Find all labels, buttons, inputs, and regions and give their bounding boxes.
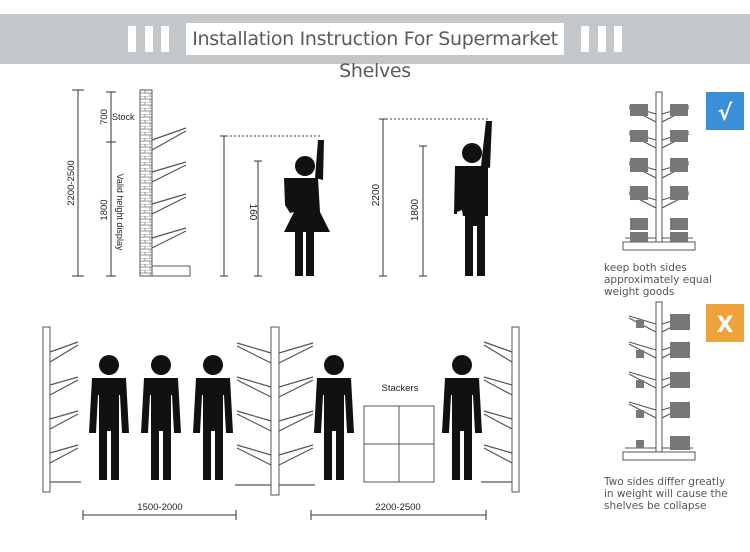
good-caption-line: keep both sides bbox=[604, 262, 687, 274]
stackers-label: Stackers bbox=[382, 383, 419, 394]
bad-caption-line: Two sides differ greatly bbox=[603, 476, 725, 488]
shopper-figure bbox=[141, 355, 181, 480]
shelf-brackets bbox=[151, 127, 187, 249]
double-shelf-middle bbox=[234, 326, 316, 496]
shopper-figure bbox=[314, 355, 354, 480]
man-figure bbox=[454, 121, 492, 276]
aisle-diagram: Stackers 1500-2000 2200-2500 bbox=[42, 326, 520, 520]
bad-caption-line: shelves be collapse bbox=[604, 500, 707, 512]
title-box: Installation Instruction For Supermarket… bbox=[186, 23, 564, 82]
shelf-height-diagram: 2200-2500 700 1800 Stock Valid height di… bbox=[66, 89, 191, 277]
good-caption-line: approximately equal bbox=[604, 274, 712, 286]
stacker-dividers bbox=[364, 406, 434, 482]
woman-reach-label: 160 bbox=[247, 204, 258, 221]
good-caption-line: weight goods bbox=[604, 286, 674, 298]
man-height-label: 1800 bbox=[410, 198, 421, 221]
stock-label: Stock bbox=[112, 112, 135, 122]
stacker-aisle-width-label: 2200-2500 bbox=[375, 502, 420, 513]
aisle-width-label: 1500-2000 bbox=[137, 502, 182, 513]
banner-stripe bbox=[145, 26, 153, 52]
banner-stripe bbox=[161, 26, 169, 52]
side-shelf-right bbox=[480, 326, 520, 493]
bad-mark-badge bbox=[706, 304, 744, 342]
brick-wall bbox=[139, 89, 153, 277]
unbalanced-load-diagram: X Two sides differ greatly in weight wil… bbox=[603, 301, 744, 512]
stock-height-label: 700 bbox=[99, 109, 110, 125]
banner-stripe bbox=[581, 26, 589, 52]
page-title: Installation Instruction For Supermarket… bbox=[192, 28, 558, 82]
woman-reach-diagram: 160 bbox=[220, 135, 330, 277]
bad-caption-line: in weight will cause the bbox=[604, 488, 728, 500]
shopper-figure bbox=[89, 355, 129, 480]
man-reach-label: 2200 bbox=[371, 183, 382, 206]
aisle-dimension-line bbox=[82, 510, 237, 520]
shopper-figure bbox=[193, 355, 233, 480]
title-banner: Installation Instruction For Supermarket… bbox=[0, 14, 750, 82]
side-shelf-left bbox=[42, 326, 82, 493]
woman-figure bbox=[284, 140, 330, 276]
stacker-dimension-line bbox=[310, 510, 487, 520]
man-reach-diagram: 2200 1800 bbox=[371, 118, 492, 277]
banner-stripe bbox=[128, 26, 136, 52]
check-icon: √ bbox=[718, 101, 733, 126]
banner-stripe bbox=[598, 26, 606, 52]
display-height-label: 1800 bbox=[99, 199, 110, 220]
good-mark-badge bbox=[706, 92, 744, 130]
banner-stripe bbox=[614, 26, 622, 52]
total-height-label: 2200-2500 bbox=[66, 160, 77, 205]
valid-height-label: Valid height display bbox=[115, 174, 125, 251]
shelf-base bbox=[151, 265, 191, 277]
balanced-load-diagram: √ keep both sides approximately equal we… bbox=[604, 91, 744, 298]
shopper-figure bbox=[442, 355, 482, 480]
cross-icon: X bbox=[717, 313, 734, 338]
